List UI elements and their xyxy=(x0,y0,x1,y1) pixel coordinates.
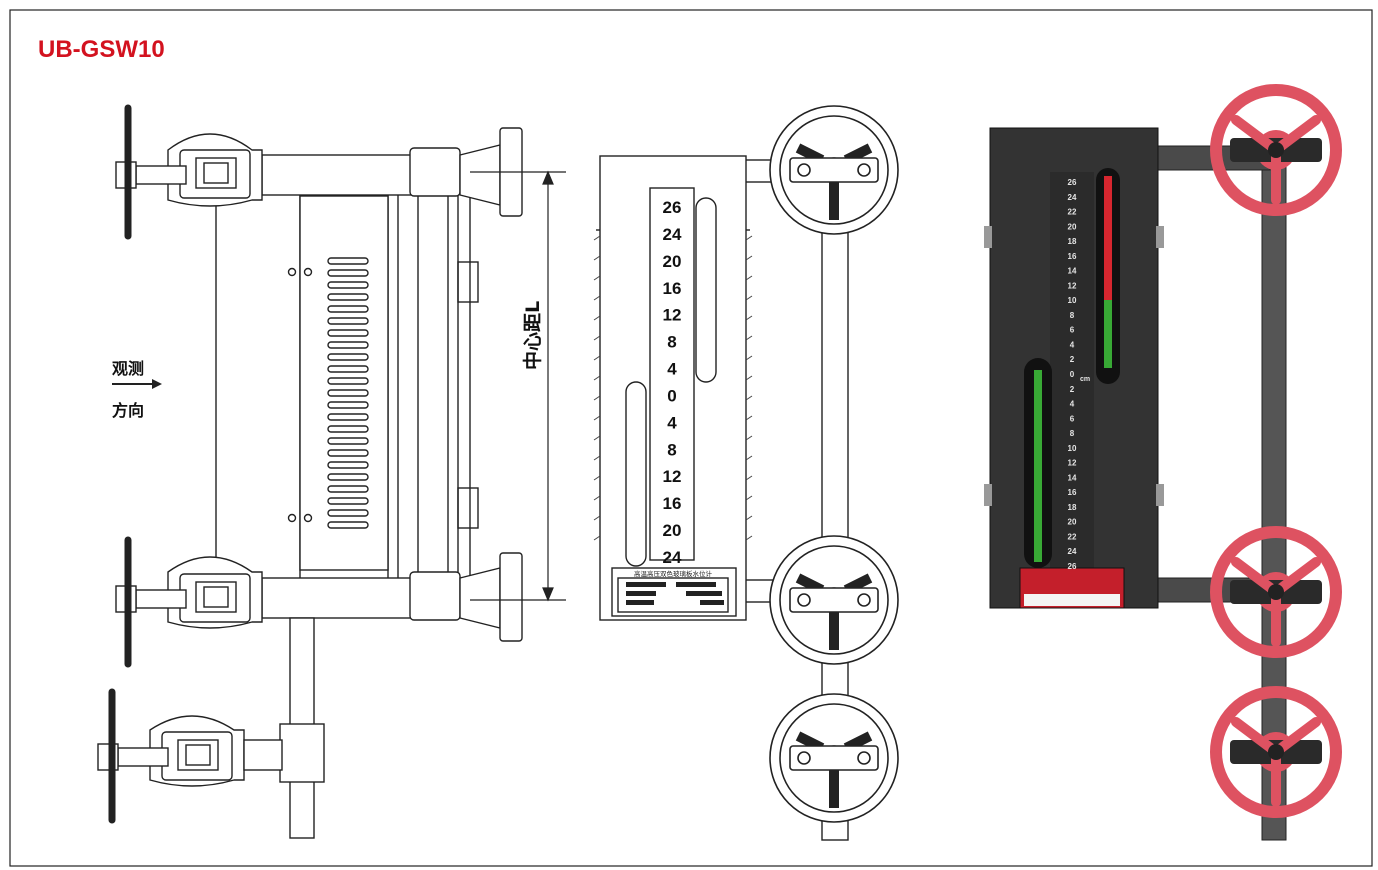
black-scale-label: 18 xyxy=(1068,503,1077,512)
center-distance-label: 中心距L xyxy=(522,300,544,370)
black-scale-label: 26 xyxy=(1068,178,1077,187)
white-scale-label: 26 xyxy=(663,198,682,217)
black-scale-label: 26 xyxy=(1068,562,1077,571)
side-view xyxy=(215,127,523,839)
black-scale-label: 14 xyxy=(1068,267,1077,276)
white-scale-labels: 26 24 20 16 12 8 4 0 4 8 12 16 20 24 xyxy=(663,198,682,567)
dimension-line xyxy=(470,170,566,602)
white-scale-label: 8 xyxy=(667,333,676,352)
nameplate-title: 高温高压双色玻璃板水位计 xyxy=(634,569,713,578)
black-scale-label: 16 xyxy=(1068,488,1077,497)
black-scale-label: 8 xyxy=(1070,311,1075,320)
white-scale-label: 8 xyxy=(667,440,676,459)
black-scale-label: 12 xyxy=(1068,459,1077,468)
handwheel-red-mid xyxy=(1210,526,1342,658)
black-scale-label: 14 xyxy=(1068,473,1077,482)
black-scale-label: 8 xyxy=(1070,429,1075,438)
black-scale-label: 4 xyxy=(1070,400,1075,409)
black-scale-label: 20 xyxy=(1068,518,1077,527)
handwheel-outline-top xyxy=(769,105,899,235)
black-scale-label: 2 xyxy=(1070,355,1075,364)
white-scale-label: 20 xyxy=(663,252,682,271)
black-scale-label: 10 xyxy=(1068,444,1077,453)
red-level xyxy=(1104,176,1112,300)
slots-side xyxy=(327,257,369,529)
observe-direction-line2: 方向 xyxy=(112,401,145,420)
black-scale-label: 12 xyxy=(1068,281,1077,290)
black-scale-label: 22 xyxy=(1068,532,1077,541)
black-scale-label: 20 xyxy=(1068,222,1077,231)
white-scale-label: 20 xyxy=(663,521,682,540)
white-scale-label: 0 xyxy=(667,386,676,405)
render-view xyxy=(984,127,1287,841)
valve-bottom xyxy=(97,688,283,824)
black-scale-label: 0 xyxy=(1070,370,1075,379)
green-level-upper xyxy=(1104,300,1112,368)
frame-border xyxy=(9,9,1373,867)
black-scale-label: 6 xyxy=(1070,414,1075,423)
black-scale-label: 2 xyxy=(1070,385,1075,394)
white-scale-label: 12 xyxy=(663,306,682,325)
valve-mid xyxy=(115,536,263,668)
white-scale-label: 12 xyxy=(663,467,682,486)
black-scale-label: 24 xyxy=(1068,547,1077,556)
black-scale-label: 24 xyxy=(1068,193,1077,202)
black-scale-labels: 2624222018161412108642024681012141618202… xyxy=(1068,178,1091,571)
observe-arrow xyxy=(112,379,162,389)
green-level-lower xyxy=(1034,370,1042,562)
black-scale-label: 18 xyxy=(1068,237,1077,246)
scale-unit: cm xyxy=(1080,376,1090,383)
black-scale-label: 16 xyxy=(1068,252,1077,261)
handwheel-outline-bottom xyxy=(769,693,899,823)
handwheel-red-bottom xyxy=(1210,686,1342,818)
nameplate-redacted xyxy=(626,582,724,605)
black-scale-label: 10 xyxy=(1068,296,1077,305)
handwheel-red-top xyxy=(1210,84,1342,216)
valve-top xyxy=(115,104,263,240)
white-scale-label: 4 xyxy=(667,413,677,432)
model-title: UB-GSW10 xyxy=(38,36,165,63)
front-fins xyxy=(593,235,753,541)
white-scale-label: 16 xyxy=(663,279,682,298)
handwheel-outline-mid xyxy=(769,535,899,665)
observe-direction-line1: 观测 xyxy=(112,359,145,378)
white-scale-label: 24 xyxy=(663,548,682,567)
white-scale-label: 4 xyxy=(667,360,677,379)
black-scale-label: 6 xyxy=(1070,326,1075,335)
white-scale-label: 16 xyxy=(663,494,682,513)
black-scale-label: 22 xyxy=(1068,208,1077,217)
black-scale-label: 4 xyxy=(1070,340,1075,349)
white-scale-label: 24 xyxy=(663,225,682,244)
